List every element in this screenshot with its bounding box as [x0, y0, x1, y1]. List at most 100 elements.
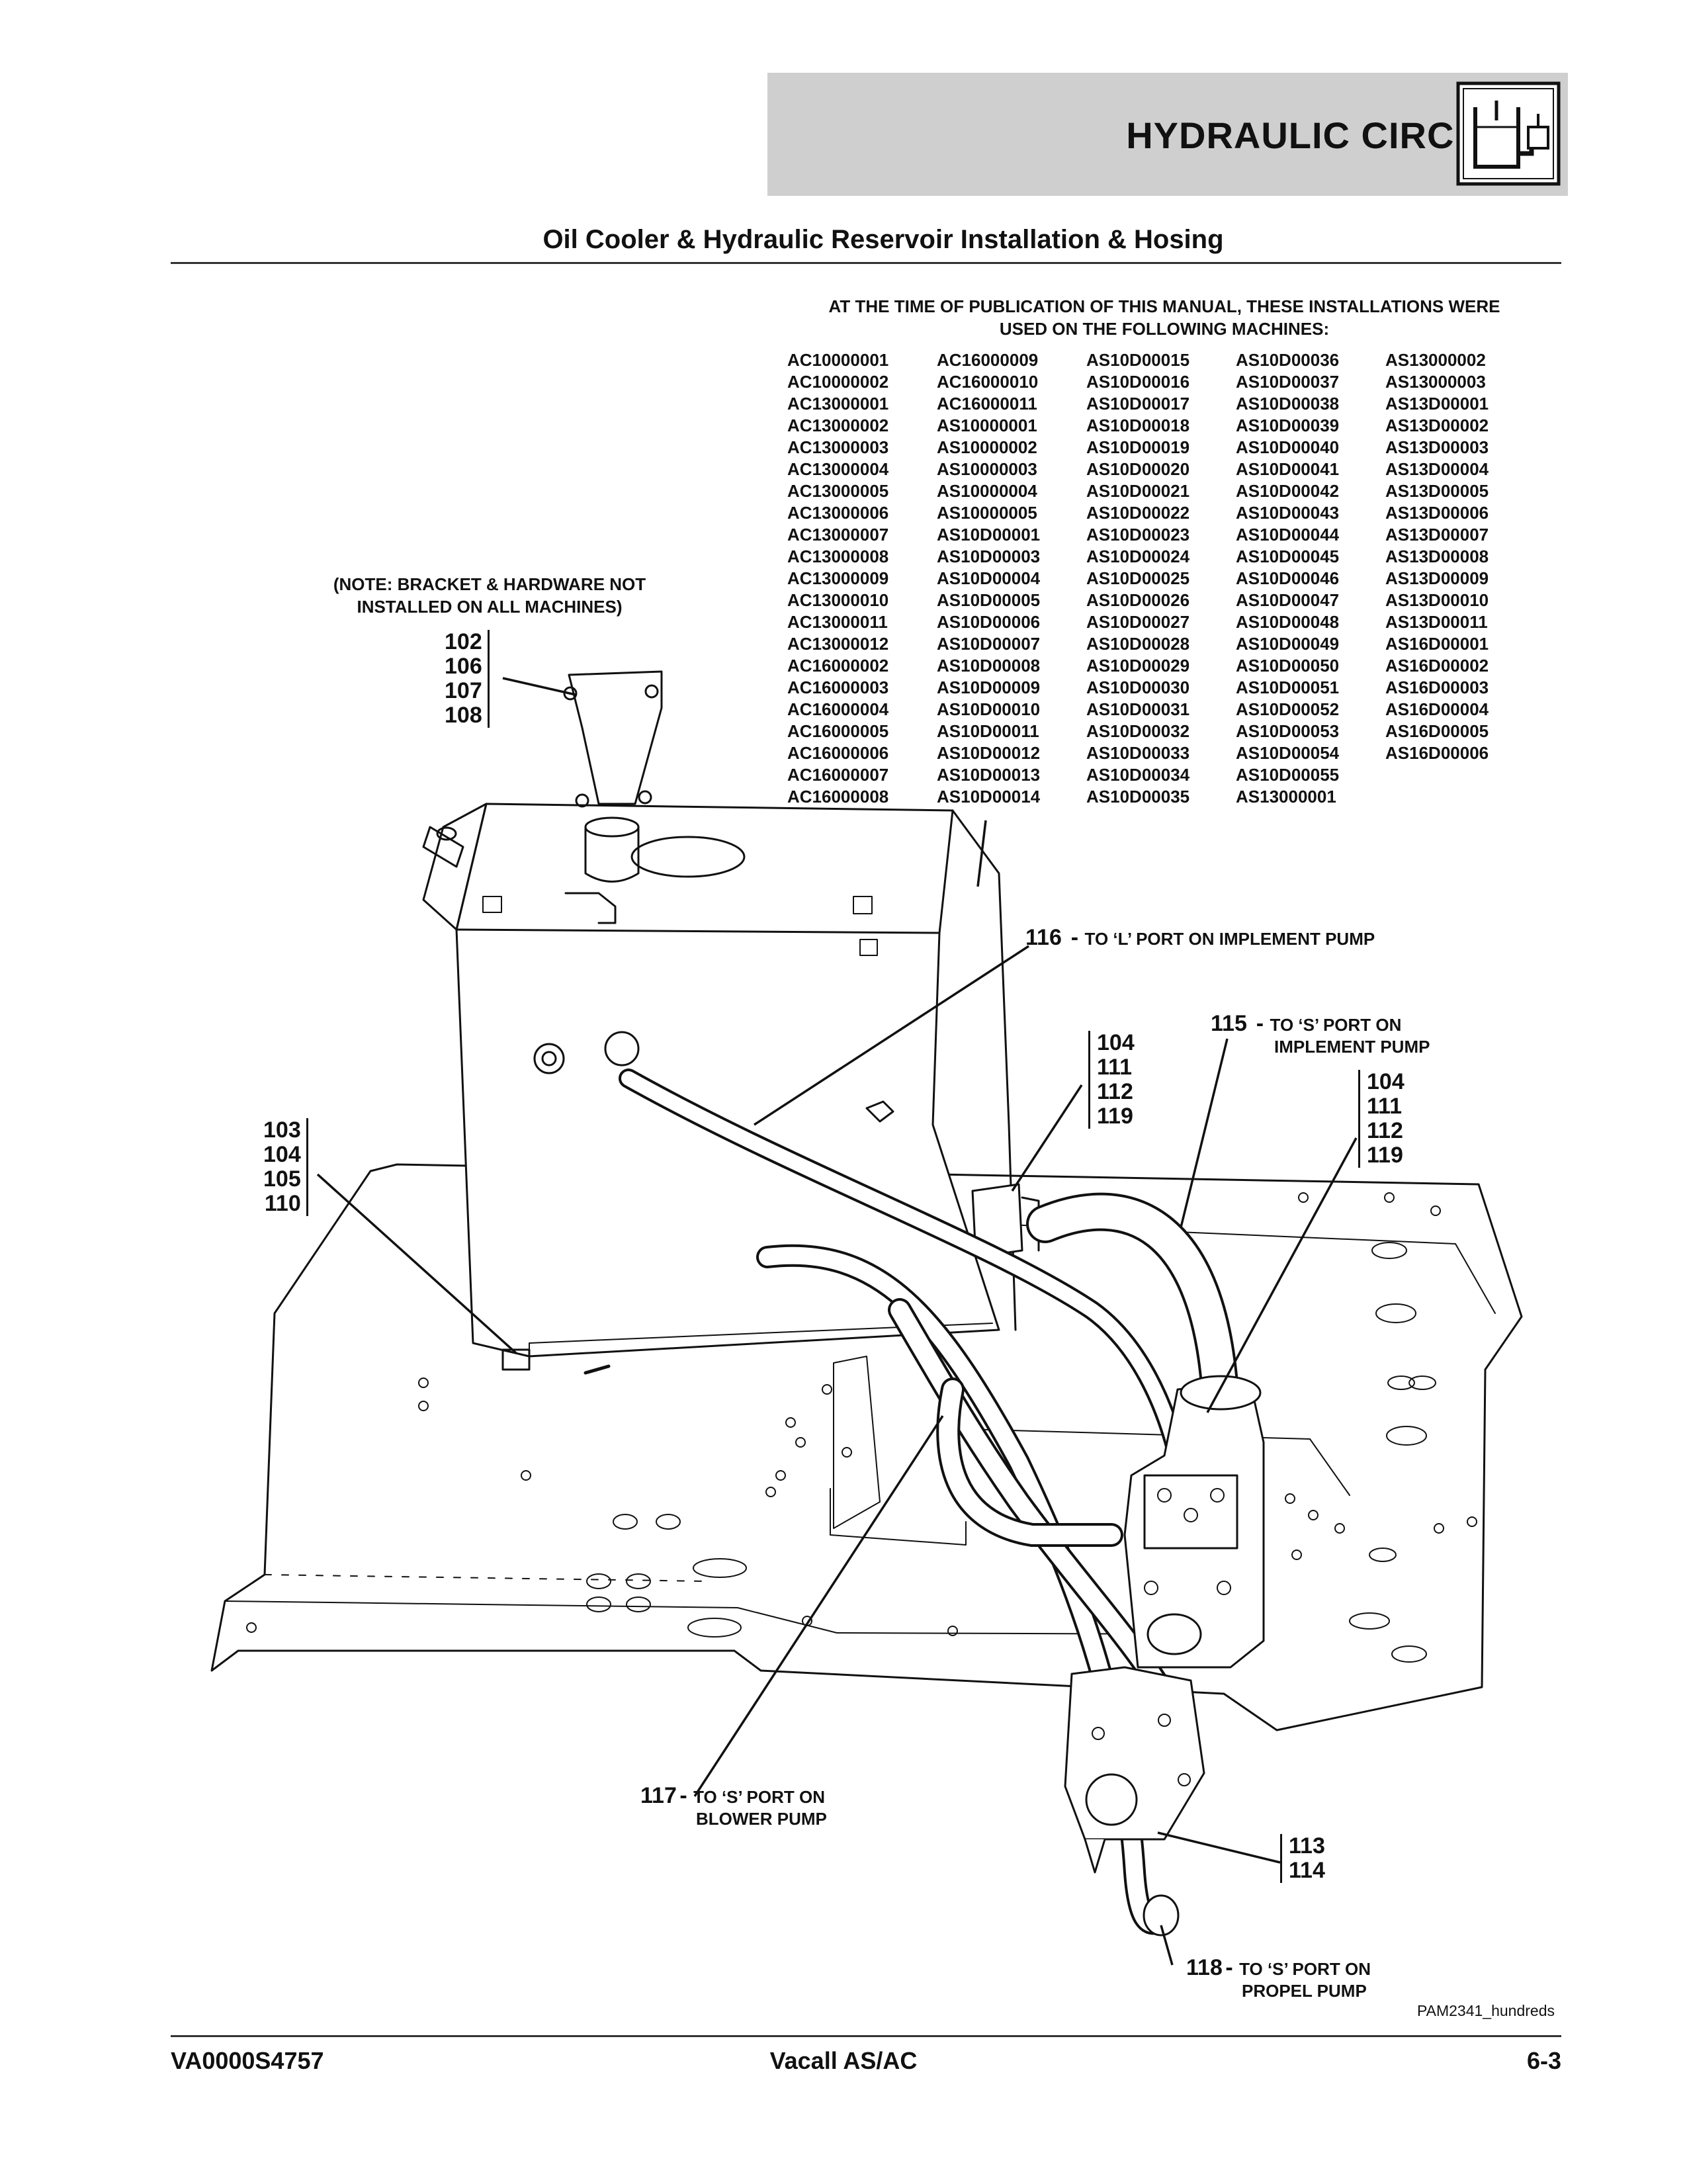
- serial-number: AS10D00003: [937, 546, 1041, 566]
- serial-number: AC16000010: [937, 372, 1039, 392]
- serial-number: AS10D00016: [1086, 372, 1190, 392]
- serial-number: AS10D00052: [1236, 699, 1340, 719]
- serial-number: AS10D00055: [1236, 765, 1340, 785]
- serial-number: AS10D00039: [1236, 415, 1340, 435]
- serial-number: AS16D00004: [1385, 699, 1489, 719]
- hydraulic-reservoir-icon: [1455, 81, 1561, 187]
- serial-number: AS10000005: [937, 503, 1037, 523]
- serial-number: AS16D00002: [1385, 656, 1489, 676]
- serial-number: AS10000001: [937, 415, 1037, 435]
- serial-number: AC13000012: [787, 634, 889, 654]
- serial-number: AS10D00046: [1236, 568, 1340, 588]
- serial-number: AS10D00011: [937, 721, 1039, 741]
- leader-lines: [316, 677, 1358, 1966]
- serial-number: AS10D00034: [1086, 765, 1190, 785]
- serial-number: AC13000011: [787, 612, 888, 632]
- serial-number: AS13D00006: [1385, 503, 1489, 523]
- serial-number: AS10D00032: [1086, 721, 1190, 741]
- oil-cooler-block: [971, 1183, 1023, 1258]
- serial-number: AS10D00009: [937, 677, 1041, 697]
- document-number: VA0000S4757: [171, 2047, 324, 2074]
- serial-number: AS13D00001: [1385, 394, 1489, 414]
- serial-number: AC16000004: [787, 699, 889, 719]
- callout-number: 107: [445, 678, 482, 703]
- publication-note: AT THE TIME OF PUBLICATION OF THIS MANUA…: [754, 295, 1575, 340]
- serial-number: AC16000007: [787, 765, 889, 785]
- serial-number: AS13D00011: [1385, 612, 1488, 632]
- serial-number: AC13000010: [787, 590, 889, 610]
- serial-number: AS10D00033: [1086, 743, 1190, 763]
- callout-text: TO ‘S’ PORT ON: [1239, 1959, 1371, 1979]
- callout-number: 117: [640, 1783, 677, 1808]
- callout-dash: -: [679, 1783, 694, 1808]
- serial-number: AC13000004: [787, 459, 889, 479]
- serial-number: AS10D00053: [1236, 721, 1340, 741]
- filter-flange: [630, 836, 746, 878]
- callout-number: 108: [445, 703, 482, 728]
- callout-number: 119: [1097, 1104, 1133, 1129]
- serial-number: AC13000002: [787, 415, 889, 435]
- page-number: 6-3: [1526, 2047, 1561, 2074]
- serial-number: AC13000006: [787, 503, 889, 523]
- callout-number: 110: [264, 1191, 301, 1216]
- page-title: Oil Cooler & Hydraulic Reservoir Install…: [542, 225, 1224, 254]
- serial-number: AS10D00045: [1236, 546, 1340, 566]
- serial-number: AC13000009: [787, 568, 889, 588]
- serial-number: AS10D00001: [937, 525, 1041, 545]
- callout-number: 116: [1025, 925, 1062, 950]
- serial-number: AC13000003: [787, 437, 889, 457]
- serial-number: AS10D00043: [1236, 503, 1340, 523]
- serial-number: AS10000002: [937, 437, 1037, 457]
- callout-number: 102: [445, 629, 482, 654]
- callout-number: 103: [263, 1117, 301, 1143]
- serial-number: AS10D00054: [1236, 743, 1340, 763]
- callout-118: 118 - TO ‘S’ PORT ON PROPEL PUMP: [1186, 1955, 1371, 2001]
- serial-number: AS10000004: [937, 481, 1037, 501]
- callout-number: 118: [1186, 1955, 1223, 1980]
- serial-number: AS10D00024: [1086, 546, 1190, 566]
- callout-number: 111: [1097, 1055, 1132, 1080]
- serial-number: AS16D00005: [1385, 721, 1489, 741]
- serial-number: AC13000008: [787, 546, 889, 566]
- product-name: Vacall AS/AC: [769, 2047, 918, 2074]
- callout-number: 104: [1367, 1069, 1405, 1094]
- serial-number: AS10D00019: [1086, 437, 1190, 457]
- callout-number: 112: [1367, 1118, 1403, 1143]
- serial-number: AS10D00017: [1086, 394, 1190, 414]
- bracket-note: (NOTE: BRACKET & HARDWARE NOT INSTALLED …: [291, 573, 688, 618]
- bracket-note-line1: (NOTE: BRACKET & HARDWARE NOT: [333, 574, 646, 594]
- callout-dash: -: [1064, 925, 1085, 950]
- frame-plate: [210, 1163, 1523, 1731]
- serial-number: AS10D00018: [1086, 415, 1190, 435]
- serial-number: AS13D00008: [1385, 546, 1489, 566]
- callout-text: IMPLEMENT PUMP: [1274, 1037, 1430, 1057]
- serial-number: AS10D00028: [1086, 634, 1190, 654]
- hydraulic-reservoir-tank: [455, 803, 1000, 1358]
- serial-number: AS13D00010: [1385, 590, 1489, 610]
- callout-116: 116 - TO ‘L’ PORT ON IMPLEMENT PUMP: [1025, 925, 1375, 951]
- callout-text: TO ‘L’ PORT ON IMPLEMENT PUMP: [1084, 929, 1375, 949]
- serial-number: AC16000006: [787, 743, 889, 763]
- callout-propel-fittings: 113 114: [1280, 1834, 1330, 1883]
- callout-bracket-hardware: 102 106 107 108: [445, 630, 490, 728]
- callout-fitting-right: 104 111 112 119: [1358, 1070, 1410, 1168]
- serial-number: AS10D00036: [1236, 350, 1340, 370]
- serial-number: AC16000003: [787, 677, 889, 697]
- serial-number: AS13D00005: [1385, 481, 1489, 501]
- callout-text: TO ‘S’ PORT ON: [1270, 1015, 1402, 1035]
- serial-number: AC10000002: [787, 372, 889, 392]
- serial-number: AS13000003: [1385, 372, 1486, 392]
- serial-number: AS13000002: [1385, 350, 1486, 370]
- serial-number: AC16000005: [787, 721, 889, 741]
- serial-number: AS10D00021: [1086, 481, 1190, 501]
- serial-number: AC13000005: [787, 481, 889, 501]
- callout-117: 117 - TO ‘S’ PORT ON BLOWER PUMP: [640, 1783, 827, 1829]
- title-rule: [171, 262, 1561, 264]
- serial-number: AS10D00037: [1236, 372, 1340, 392]
- serial-number: AS10D00044: [1236, 525, 1340, 545]
- serial-number: AS10D00030: [1086, 677, 1190, 697]
